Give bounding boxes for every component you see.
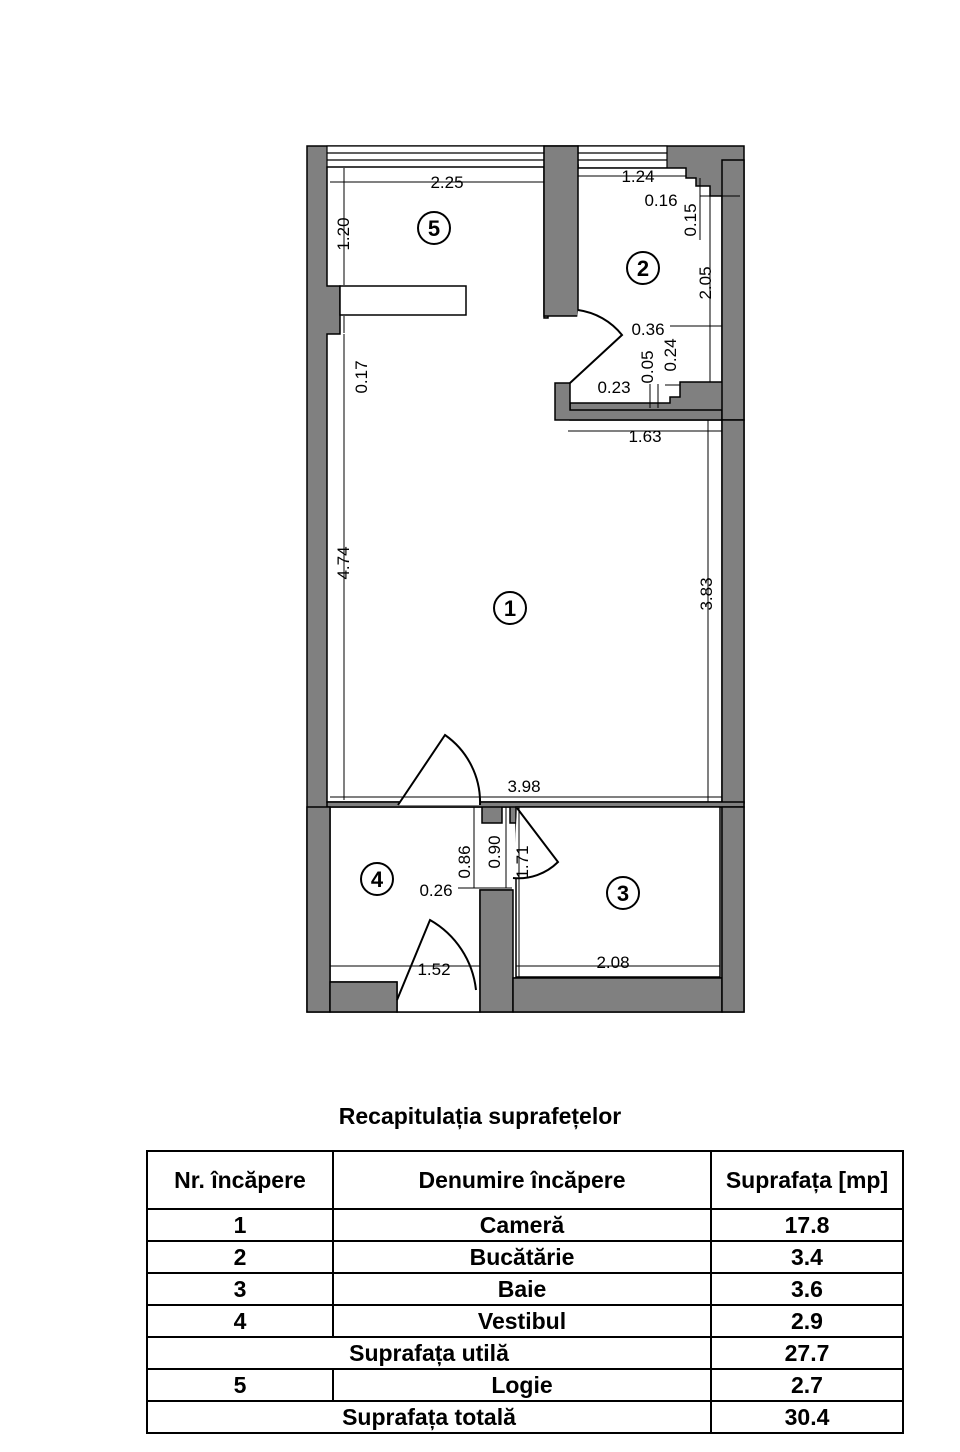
total-label: Suprafața totală — [146, 1400, 712, 1434]
dim-2-25: 2.25 — [430, 173, 463, 192]
dimension-lines — [330, 168, 740, 977]
table-title: Recapitulația suprafețelor — [338, 1103, 622, 1129]
logia-kitchen-wall — [543, 145, 579, 317]
dim-0-36: 0.36 — [631, 320, 664, 339]
bath-bottom-wall — [512, 977, 723, 1013]
dim-1-24: 1.24 — [621, 167, 654, 186]
table-header-row: Nr. încăpere Denumire încăpere Suprafața… — [146, 1150, 904, 1210]
room-number-4: 4 — [371, 867, 384, 892]
dim-0-16: 0.16 — [644, 191, 677, 210]
cell-area: 3.4 — [710, 1240, 904, 1274]
bath-door — [512, 807, 560, 880]
entrance-door — [396, 918, 477, 1001]
dimension-labels: 2.25 1.20 0.17 4.74 1.24 0.16 0.15 2.05 … — [334, 167, 716, 979]
dim-0-05: 0.05 — [638, 350, 657, 383]
dim-3-83: 3.83 — [697, 577, 716, 610]
dim-1-20: 1.20 — [334, 217, 353, 250]
floor-plan: 2.25 1.20 0.17 4.74 1.24 0.16 0.15 2.05 … — [306, 145, 745, 1013]
surface-table: Nr. încăpere Denumire încăpere Suprafața… — [146, 1150, 904, 1434]
room-markers: 5 2 1 4 3 — [360, 211, 660, 910]
cell-nr: 1 — [146, 1208, 334, 1242]
vestibule-bottom-wall — [329, 981, 398, 1013]
vestibule-left-wall — [306, 806, 331, 1013]
subtotal-row: Suprafața utilă 27.7 — [146, 1336, 904, 1370]
cell-nr: 3 — [146, 1272, 334, 1306]
dim-0-17: 0.17 — [352, 360, 371, 393]
header-nr: Nr. încăpere — [146, 1150, 334, 1210]
cell-area: 17.8 — [710, 1208, 904, 1242]
dim-0-86: 0.86 — [455, 845, 474, 878]
cell-nr: 2 — [146, 1240, 334, 1274]
dim-0-90: 0.90 — [485, 835, 504, 868]
cell-name: Vestibul — [332, 1304, 712, 1338]
table-row: 2 Bucătărie 3.4 — [146, 1240, 904, 1274]
room-number-5: 5 — [428, 216, 440, 241]
table-row: 4 Vestibul 2.9 — [146, 1304, 904, 1338]
cell-area: 2.7 — [710, 1368, 904, 1402]
cell-name: Logie — [332, 1368, 712, 1402]
total-row: Suprafața totală 30.4 — [146, 1400, 904, 1434]
logia-parapet — [339, 285, 467, 316]
room1-right-wall — [721, 419, 745, 804]
dim-0-26: 0.26 — [419, 881, 452, 900]
subtotal-area: 27.7 — [710, 1336, 904, 1370]
inner-walls — [326, 145, 745, 1013]
cell-area: 3.6 — [710, 1272, 904, 1306]
dim-1-52: 1.52 — [417, 960, 450, 979]
dim-0-24: 0.24 — [661, 338, 680, 371]
kitchen-door — [569, 309, 624, 384]
table-row: 3 Baie 3.6 — [146, 1272, 904, 1306]
dim-1-63: 1.63 — [628, 427, 661, 446]
cell-nr: 4 — [146, 1304, 334, 1338]
table-row: 1 Cameră 17.8 — [146, 1208, 904, 1242]
dim-1-71: 1.71 — [513, 845, 532, 878]
table-row: 5 Logie 2.7 — [146, 1368, 904, 1402]
cell-area: 2.9 — [710, 1304, 904, 1338]
header-name: Denumire încăpere — [332, 1150, 712, 1210]
dim-2-08: 2.08 — [596, 953, 629, 972]
dim-0-23: 0.23 — [597, 378, 630, 397]
dim-0-15: 0.15 — [681, 203, 700, 236]
room-number-2: 2 — [637, 256, 649, 281]
dim-4-74: 4.74 — [334, 546, 353, 579]
total-area: 30.4 — [710, 1400, 904, 1434]
header-area: Suprafața [mp] — [710, 1150, 904, 1210]
room-number-1: 1 — [504, 596, 516, 621]
room-door — [397, 733, 482, 806]
windows — [326, 145, 668, 169]
room-number-3: 3 — [617, 881, 629, 906]
room-interior-5-1 — [326, 164, 723, 803]
cell-name: Cameră — [332, 1208, 712, 1242]
doors — [396, 309, 624, 1001]
dim-2-05: 2.05 — [696, 266, 715, 299]
cell-name: Baie — [332, 1272, 712, 1306]
cell-name: Bucătărie — [332, 1240, 712, 1274]
dim-3-98: 3.98 — [507, 777, 540, 796]
kitchen-right-wall — [721, 159, 745, 421]
bath-right-wall — [721, 806, 745, 1013]
vestibule-bath-wall — [479, 889, 514, 1013]
cell-nr: 5 — [146, 1368, 334, 1402]
subtotal-label: Suprafața utilă — [146, 1336, 712, 1370]
